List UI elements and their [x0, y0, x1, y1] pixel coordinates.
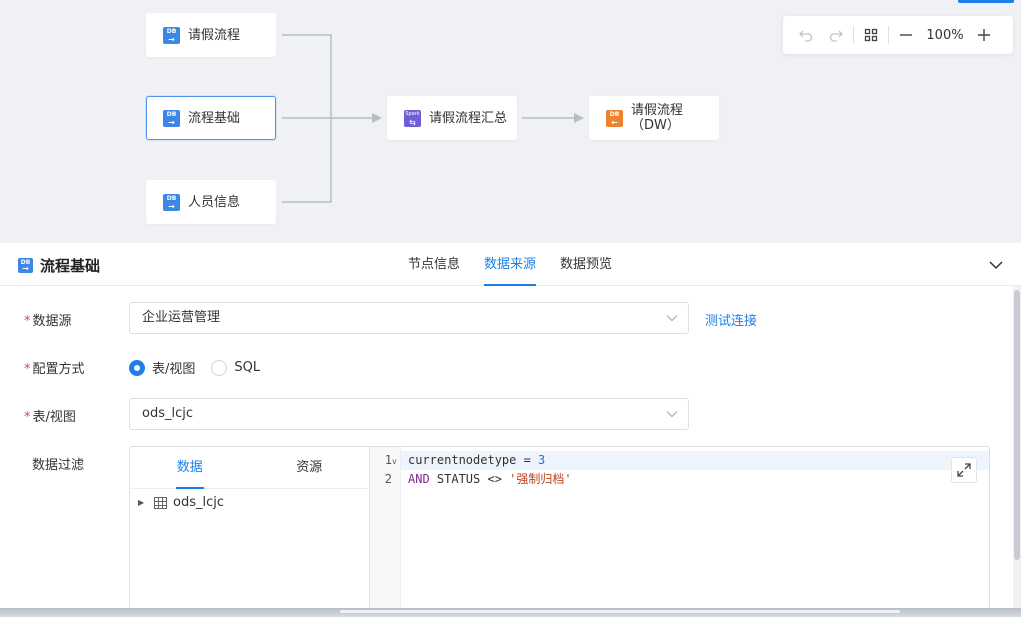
radio-dot [211, 359, 228, 376]
radio-sql[interactable]: SQL [211, 359, 260, 376]
db-target-icon: DB ← [606, 109, 623, 127]
chevron-down-icon[interactable] [988, 257, 1004, 273]
table-view-label: *表/视图 [24, 410, 76, 425]
tree-item-table[interactable]: ▶ ods_lcjc [138, 495, 224, 510]
undo-icon[interactable] [791, 21, 821, 49]
db-source-icon: DB → [163, 193, 180, 211]
tab-resource[interactable]: 资源 [296, 460, 323, 475]
minus-icon[interactable] [891, 21, 921, 49]
db-source-icon: DB → [163, 26, 180, 44]
node-label: 请假流程 [188, 27, 241, 43]
caret-right-icon[interactable]: ▶ [138, 498, 145, 507]
tab-data-preview[interactable]: 数据预览 [560, 257, 613, 272]
datasource-value: 企业运营管理 [142, 310, 221, 325]
node-label: 请假流程汇总 [429, 110, 508, 126]
node-label: 人员信息 [188, 194, 241, 210]
flow-node-personnel-info[interactable]: DB → 人员信息 [146, 180, 276, 224]
window-bottom-edge [0, 608, 1021, 617]
db-source-icon: DB → [163, 109, 180, 127]
line-number: 1 [384, 453, 392, 467]
config-mode-label: *配置方式 [24, 362, 85, 377]
zoom-level: 100% [926, 27, 964, 43]
fit-view-icon[interactable] [856, 21, 886, 49]
data-filter-label: 数据过滤 [32, 458, 85, 473]
canvas-toolbar: 100% [783, 16, 1013, 54]
flow-node-process-base[interactable]: DB → 流程基础 [146, 96, 276, 140]
node-label: 流程基础 [188, 110, 241, 126]
edge-leave-to-join [282, 34, 332, 118]
data-filter-box: 数据 资源 ▶ ods_lcjc 1 v 2 currentnodetype =… [129, 446, 990, 616]
db-source-icon: DB → [18, 258, 33, 273]
chevron-down-icon [666, 411, 678, 418]
datasource-select[interactable]: 企业运营管理 [129, 302, 689, 334]
panel-title-text: 流程基础 [40, 257, 101, 275]
tree-item-label: ods_lcjc [173, 495, 224, 510]
radio-dot [129, 359, 145, 376]
sql-filter-editor[interactable]: 1 v 2 currentnodetype = 3 AND STATUS <> … [370, 447, 989, 616]
test-connection-link[interactable]: 测试连接 [705, 314, 758, 329]
edge-people-to-join [282, 118, 332, 203]
code-line: AND STATUS <> '强制归档' [408, 472, 572, 486]
config-mode-radios: 表/视图 SQL [129, 358, 276, 377]
toolbar-divider [853, 26, 854, 44]
panel-scrollbar[interactable] [1013, 286, 1021, 608]
radio-table-view[interactable]: 表/视图 [129, 358, 195, 377]
active-line-highlight [370, 451, 989, 470]
plus-icon[interactable] [969, 21, 999, 49]
editor-gutter [370, 447, 401, 616]
flow-node-leave-process[interactable]: DB → 请假流程 [146, 13, 276, 57]
code-line: currentnodetype = 3 [408, 453, 546, 467]
top-accent-bar [958, 0, 1014, 3]
filter-source-pane: 数据 资源 ▶ ods_lcjc [130, 447, 370, 616]
tab-node-info[interactable]: 节点信息 [408, 257, 461, 272]
fold-icon[interactable]: v [392, 457, 397, 466]
panel-tabs: 节点信息 数据来源 数据预览 [396, 243, 624, 286]
scrollbar-thumb[interactable] [1014, 290, 1020, 560]
table-view-value: ods_lcjc [142, 406, 193, 421]
line-number: 2 [384, 472, 392, 486]
flow-canvas[interactable]: DB → 请假流程 DB → 流程基础 DB → 人员信息 Spark ⇆ 请假… [0, 0, 1021, 243]
toolbar-divider [888, 26, 889, 44]
tab-data-source[interactable]: 数据来源 [472, 243, 548, 286]
data-source-form: *数据源 企业运营管理 测试连接 *配置方式 表/视图 SQL *表/视图 od… [0, 286, 1013, 616]
node-label: 请假流程（DW） [631, 103, 684, 133]
panel-title: DB → 流程基础 [18, 255, 100, 276]
flow-edges [282, 34, 584, 203]
flow-node-leave-summary[interactable]: Spark ⇆ 请假流程汇总 [387, 96, 517, 140]
datasource-label: *数据源 [24, 314, 72, 329]
chevron-down-icon [666, 315, 678, 322]
edge-arrow-target [574, 113, 584, 123]
table-icon [154, 496, 167, 509]
fullscreen-expand-icon[interactable] [951, 457, 977, 483]
tab-data[interactable]: 数据 [130, 447, 250, 489]
edge-arrow-summary [372, 113, 382, 123]
flow-node-leave-dw[interactable]: DB ← 请假流程（DW） [589, 96, 719, 140]
redo-icon[interactable] [821, 21, 851, 49]
node-panel-header: DB → 流程基础 节点信息 数据来源 数据预览 [0, 243, 1021, 286]
table-view-select[interactable]: ods_lcjc [129, 398, 689, 430]
spark-transform-icon: Spark ⇆ [404, 109, 421, 127]
filter-source-tabs: 数据 资源 [130, 447, 369, 489]
